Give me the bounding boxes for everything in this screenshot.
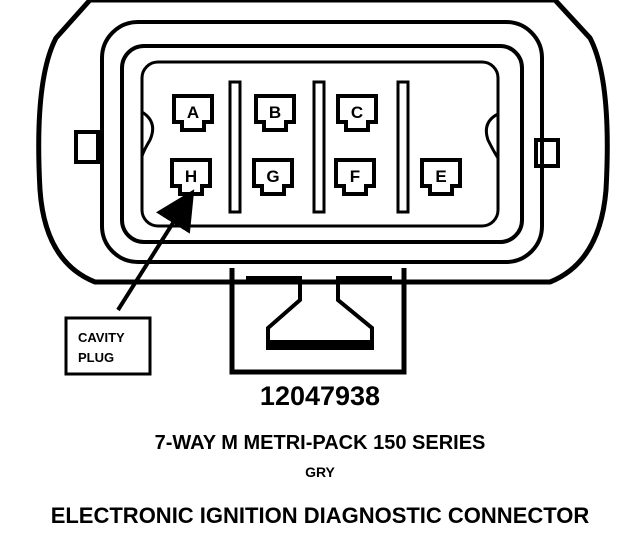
separator-rib — [228, 80, 242, 214]
pin-cavity: C — [336, 94, 378, 132]
connector-pin-face — [140, 60, 500, 228]
pin-label: F — [350, 167, 360, 186]
callout-arrow — [116, 189, 195, 312]
pin-cavity: B — [254, 94, 296, 132]
connector-series: 7-WAY M METRI-PACK 150 SERIES — [154, 432, 486, 454]
separator-rib — [312, 80, 326, 214]
bottom-lock-latch — [246, 276, 392, 344]
callout-label-line2: PLUG — [78, 350, 114, 365]
pin-cavity: H — [170, 158, 212, 196]
part-number: 12047938 — [259, 381, 381, 411]
pin-cavity: G — [252, 158, 294, 196]
connector-pin-frame — [120, 44, 524, 244]
pin-label: B — [269, 103, 281, 122]
pin-label: C — [351, 103, 363, 122]
right-latch-ear — [534, 138, 560, 168]
pin-label: A — [187, 103, 199, 122]
connector-inner-housing — [100, 20, 544, 264]
bottom-lock-bar — [266, 342, 374, 350]
connector-diagram: A B C H G F E CAVITY PLUG — [36, 0, 610, 376]
pin-cavity: E — [420, 158, 462, 196]
pin-label: G — [266, 167, 279, 186]
pin-cavity: A — [172, 94, 214, 132]
callout-box — [64, 316, 152, 376]
callout-label-line1: CAVITY — [78, 330, 125, 345]
pin-label: E — [435, 167, 446, 186]
right-face-notch — [484, 112, 500, 159]
pin-label: H — [185, 167, 197, 186]
left-latch-ear — [74, 130, 100, 164]
connector-title: ELECTRONIC IGNITION DIAGNOSTIC CONNECTOR — [50, 503, 590, 528]
separator-rib — [396, 80, 410, 214]
left-face-notch — [140, 110, 155, 157]
connector-color: GRY — [305, 464, 335, 480]
connector-outer-shell — [36, 0, 610, 285]
pin-cavity: F — [334, 158, 376, 196]
bottom-lock-tab — [229, 268, 407, 375]
